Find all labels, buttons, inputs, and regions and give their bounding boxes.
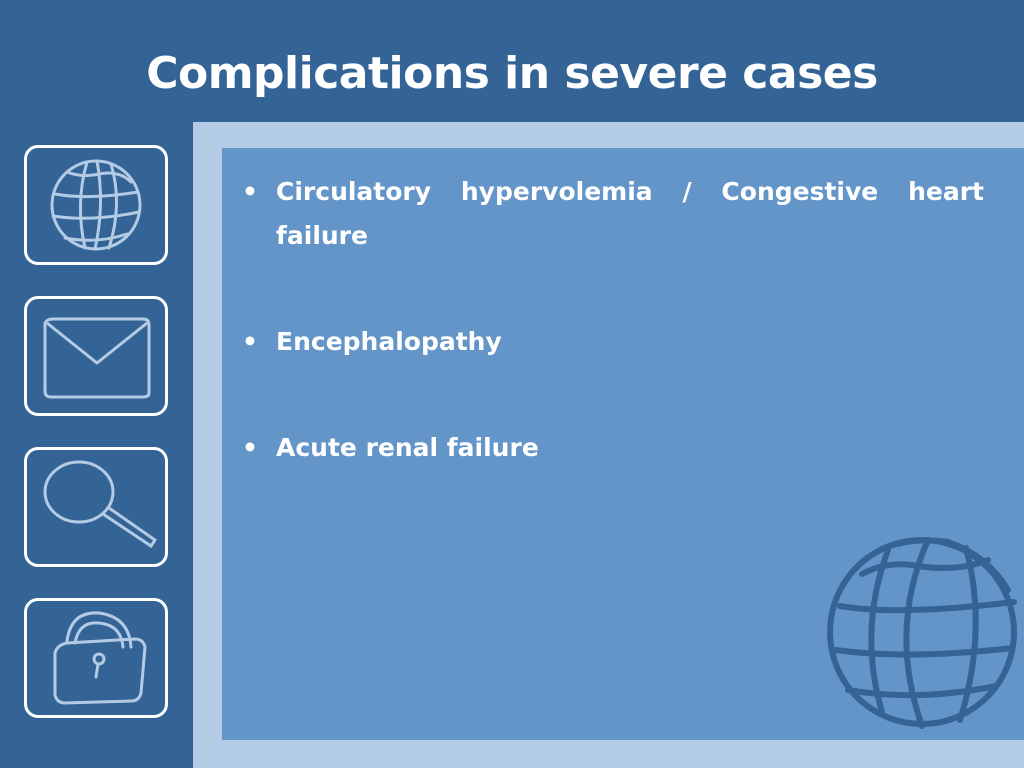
bullet-text: Circulatory hypervolemia / Congestive he… — [276, 177, 984, 250]
content-panel — [222, 148, 1024, 740]
bullet-marker: • — [242, 177, 258, 206]
bullet-marker: • — [242, 327, 258, 356]
bullet-item: • Circulatory hypervolemia / Congestive … — [242, 170, 984, 258]
bullet-text: Acute renal failure — [276, 433, 539, 462]
bullet-list: • Circulatory hypervolemia / Congestive … — [242, 170, 984, 470]
bullet-marker: • — [242, 433, 258, 462]
bullet-text: Encephalopathy — [276, 327, 502, 356]
globe-tile — [24, 145, 168, 265]
magnifier-tile — [24, 447, 168, 567]
magnifier-icon — [43, 460, 158, 549]
envelope-icon — [43, 317, 151, 399]
envelope-tile — [24, 296, 168, 416]
bullet-item: • Encephalopathy — [242, 320, 984, 364]
padlock-icon — [53, 611, 147, 705]
decorative-globe-icon — [827, 537, 1017, 729]
globe-icon — [50, 159, 142, 251]
sidebar — [0, 122, 193, 768]
slide-title: Complications in severe cases — [146, 48, 878, 99]
title-bar: Complications in severe cases — [0, 0, 1024, 122]
bullet-item: • Acute renal failure — [242, 426, 984, 470]
padlock-tile — [24, 598, 168, 718]
